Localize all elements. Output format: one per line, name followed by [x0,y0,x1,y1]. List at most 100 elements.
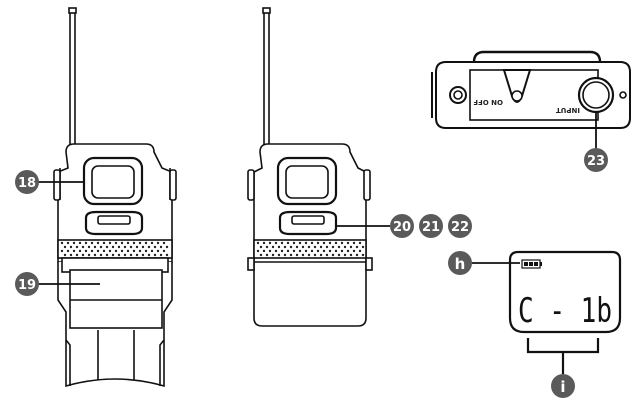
grille-dot [320,246,322,248]
top-view-input-label: INPUT [556,106,580,114]
grille-dot [284,246,286,248]
callout-i: i [551,374,575,398]
grille-dot [61,250,63,252]
grille-dot [329,242,331,244]
grille-dot [353,242,355,244]
grille-dot [88,246,90,248]
grille-dot [112,254,114,256]
grille-dot [317,250,319,252]
grille-dot [133,242,135,244]
callout-20: 20 [390,214,414,238]
svg-text:23: 23 [587,154,605,169]
grille-dot [79,242,81,244]
grille-dot [302,254,304,256]
svg-text:18: 18 [18,176,36,191]
grille-dot [94,254,96,256]
grille-dot [154,246,156,248]
grille-dot [362,246,364,248]
grille-dot [323,250,325,252]
grille-dot [335,250,337,252]
svg-text:h: h [455,255,466,273]
grille-dot [160,254,162,256]
lcd-channel-text: C - 1b [518,291,612,331]
grille-dot [148,254,150,256]
grille-dot [353,250,355,252]
grille-dot [323,242,325,244]
grille-dot [124,246,126,248]
grille-dot [344,246,346,248]
grille-dot [359,250,361,252]
grille-dot [133,250,135,252]
grille-dot [97,242,99,244]
grille-dot [106,246,108,248]
grille-dot [272,246,274,248]
grille-dot [260,246,262,248]
grille-dot [64,254,66,256]
left-antenna [70,10,75,145]
grille-dot [100,246,102,248]
grille-dot [314,246,316,248]
grille-dot [145,250,147,252]
grille-dot [287,242,289,244]
grille-dot [157,242,159,244]
grille-dot [332,246,334,248]
grille-dot [139,250,141,252]
grille-dot [311,242,313,244]
grille-dot [338,254,340,256]
grille-dot [257,250,259,252]
grille-dot [151,242,153,244]
grille-dot [269,250,271,252]
grille-dot [100,254,102,256]
grille-dot [67,242,69,244]
grille-dot [329,250,331,252]
grille-dot [151,250,153,252]
grille-dot [281,250,283,252]
grille-dot [326,246,328,248]
grille-dot [347,242,349,244]
middle-transmitter [248,8,372,326]
grille-dot [127,250,129,252]
grille-dot [73,242,75,244]
grille-dot [70,246,72,248]
grille-dot [64,246,66,248]
grille-dot [106,254,108,256]
lcd-bracket [528,338,598,374]
grille-dot [326,254,328,256]
grille-dot [148,246,150,248]
grille-dot [115,250,117,252]
grille-dot [281,242,283,244]
grille-dot [266,254,268,256]
callout-21: 21 [419,214,443,238]
grille-dot [299,242,301,244]
grille-dot [103,242,105,244]
grille-dot [302,246,304,248]
grille-dot [124,254,126,256]
grille-dot [79,250,81,252]
grille-dot [341,250,343,252]
grille-dot [76,246,78,248]
grille-dot [305,250,307,252]
grille-dot [61,242,63,244]
grille-dot [136,254,138,256]
top-view-handle [474,52,600,62]
grille-dot [109,250,111,252]
grille-dot [293,250,295,252]
left-transmitter [54,8,176,386]
grille-dot [85,242,87,244]
svg-text:i: i [560,378,565,396]
grille-dot [91,242,93,244]
grille-dot [272,254,274,256]
grille-dot [160,246,162,248]
grille-dot [278,246,280,248]
grille-dot [359,242,361,244]
callout-h: h [448,251,472,275]
grille-dot [263,250,265,252]
grille-dot [157,250,159,252]
grille-dot [163,250,165,252]
grille-dot [314,254,316,256]
grille-dot [145,242,147,244]
grille-dot [136,246,138,248]
grille-dot [130,254,132,256]
top-view-switch-label: ON OFF [473,98,503,106]
grille-dot [266,246,268,248]
